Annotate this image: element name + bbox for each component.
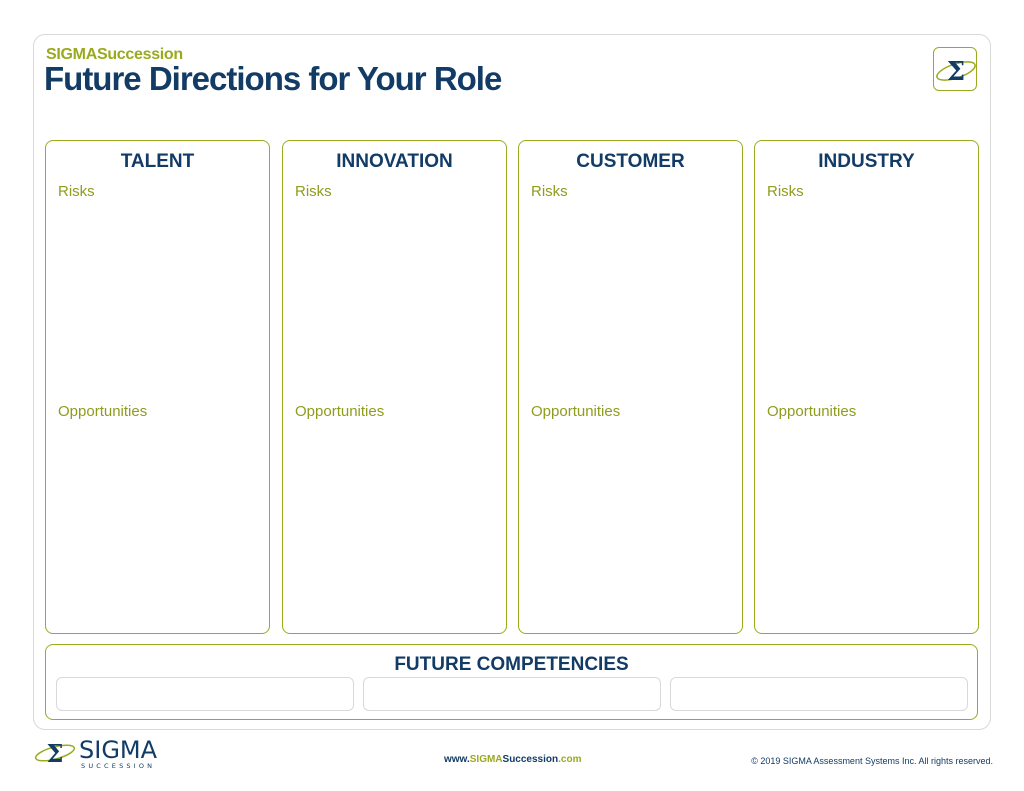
future-competencies-section: FUTURE COMPETENCIES (45, 644, 978, 720)
risks-label: Risks (58, 183, 95, 200)
section-title: FUTURE COMPETENCIES (394, 654, 629, 675)
copyright-text: © 2019 SIGMA Assessment Systems Inc. All… (751, 756, 993, 766)
url-brand-a: SIGMA (469, 754, 503, 765)
competency-field-1[interactable] (56, 677, 354, 711)
panel-industry: INDUSTRY Risks Opportunities (754, 140, 979, 634)
sigma-succession-logo: Σ SIGMA SUCCESSION (33, 736, 183, 770)
svg-text:Σ: Σ (47, 739, 64, 768)
risks-label: Risks (531, 183, 568, 200)
sigma-icon: Σ (933, 47, 977, 91)
panel-talent: TALENT Risks Opportunities (45, 140, 270, 634)
risks-label: Risks (295, 183, 332, 200)
brand-suffix: Succession (96, 46, 183, 63)
footer-url[interactable]: www.SIGMASuccession.com (444, 754, 581, 765)
opportunities-label: Opportunities (531, 403, 621, 420)
url-brand-b: Succession (502, 754, 559, 765)
panel-title: TALENT (120, 151, 195, 172)
panel-title: INDUSTRY (818, 151, 915, 172)
opportunities-label: Opportunities (295, 403, 385, 420)
panel-title: CUSTOMER (576, 151, 685, 172)
brand-prefix: SIGMA (46, 46, 97, 63)
url-prefix: www. (444, 754, 470, 765)
footer-logo-sub: SUCCESSION (81, 762, 155, 770)
competency-field-2[interactable] (363, 677, 661, 711)
panel-customer: CUSTOMER Risks Opportunities (518, 140, 743, 634)
svg-text:Σ: Σ (947, 57, 965, 87)
brand-wordmark: SIGMASuccession (46, 46, 183, 64)
competency-field-3[interactable] (670, 677, 968, 711)
panel-innovation: INNOVATION Risks Opportunities (282, 140, 507, 634)
opportunities-label: Opportunities (58, 403, 148, 420)
footer-logo-word: SIGMA (79, 738, 158, 764)
page-frame (33, 34, 991, 730)
url-suffix: .com (558, 754, 582, 765)
opportunities-label: Opportunities (767, 403, 857, 420)
page-title: Future Directions for Your Role (44, 60, 502, 97)
risks-label: Risks (767, 183, 804, 200)
panel-title: INNOVATION (336, 151, 453, 172)
